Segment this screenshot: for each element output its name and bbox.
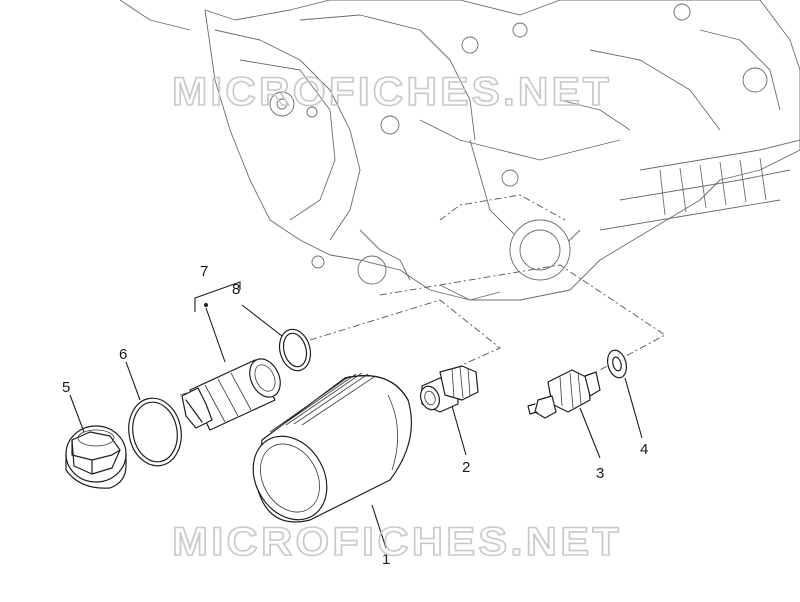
drain-plug xyxy=(65,425,127,489)
oil-strainer xyxy=(181,358,281,431)
sealing-washer xyxy=(606,349,628,379)
threaded-union xyxy=(419,365,479,413)
callout-3: 3 xyxy=(596,465,604,482)
callout-7: 7 xyxy=(200,263,208,280)
leader-lines xyxy=(69,281,643,549)
callout-2: 2 xyxy=(462,459,470,476)
callout-1: 1 xyxy=(382,551,390,568)
o-ring-large xyxy=(128,397,182,467)
pressure-switch xyxy=(527,369,601,419)
callout-6: 6 xyxy=(119,346,127,363)
o-ring-small xyxy=(278,328,312,372)
callouts: 5 6 7 8 1 2 3 4 xyxy=(62,263,648,568)
watermark-bottom: MICROFICHES.NET xyxy=(172,520,622,564)
oil-filter xyxy=(252,372,413,523)
callout-8: 8 xyxy=(232,281,240,298)
leader-dot xyxy=(204,303,208,307)
watermark-top: MICROFICHES.NET xyxy=(172,70,612,114)
engine-block xyxy=(119,0,800,301)
callout-4: 4 xyxy=(640,441,648,458)
callout-5: 5 xyxy=(62,379,70,396)
